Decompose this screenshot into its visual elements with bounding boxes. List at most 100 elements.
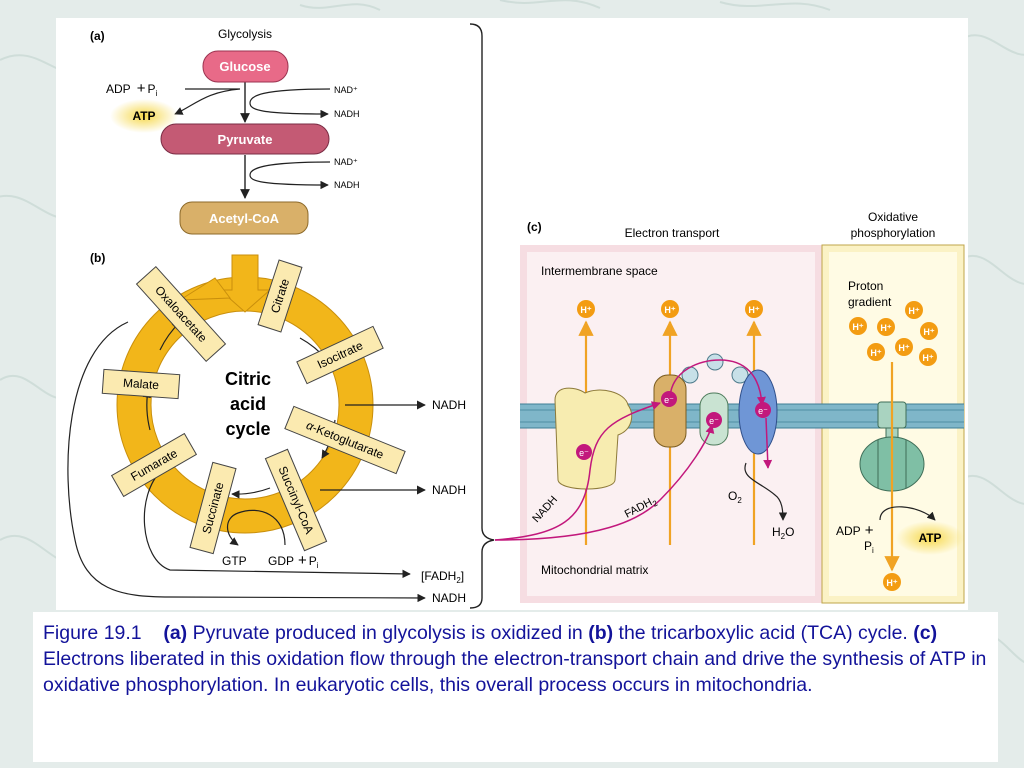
gradient-h-ball-6 xyxy=(867,343,885,361)
complex-i xyxy=(554,387,633,490)
gradient-h-label-7: H⁺ xyxy=(922,353,933,363)
h-plus-label-3: H⁺ xyxy=(748,305,759,315)
h2o-label: H2O xyxy=(772,525,794,541)
gdp-label: GDP+Pi xyxy=(268,552,319,570)
gradient-h-ball-4 xyxy=(920,322,938,340)
gradient-h-label-2: H⁺ xyxy=(852,322,863,332)
h-plus-ball-2 xyxy=(661,300,679,318)
gradient-h-ball-5 xyxy=(895,338,913,356)
electron-2 xyxy=(661,391,677,407)
cytochrome-c-3 xyxy=(731,366,749,384)
gradient-h-label-6: H⁺ xyxy=(870,348,881,358)
acetyl-entry-arrow xyxy=(218,254,272,313)
nad-plus-2: NAD⁺ xyxy=(334,157,358,167)
pyruvate-box xyxy=(160,123,330,155)
malate-label: Malate xyxy=(123,376,160,393)
electron-4 xyxy=(755,402,771,418)
electron-1 xyxy=(576,444,592,460)
panel-bracket xyxy=(469,23,495,609)
adp-label: ADP+Pi xyxy=(106,80,157,98)
h-plus-ball-1 xyxy=(577,300,595,318)
cycle-center-line1: Citric xyxy=(225,369,271,389)
gradient-h-ball-2 xyxy=(849,317,867,335)
gradient-h-ball-3 xyxy=(877,318,895,336)
cycle-center-line2: acid xyxy=(230,394,266,414)
proton-gradient-line1: Proton xyxy=(848,279,883,293)
electron-path-cytc xyxy=(669,359,766,406)
intermembrane-label: Intermembrane space xyxy=(541,264,658,278)
matrix-label: Mitochondrial matrix xyxy=(541,563,648,577)
complex-iii xyxy=(653,374,687,448)
pi-label-c: Pi xyxy=(864,539,874,555)
nadh-out-1-label: NADH xyxy=(432,398,466,412)
cycle-center-line3: cycle xyxy=(225,419,270,439)
gradient-h-ball-7 xyxy=(919,348,937,366)
caption-part3: Electrons liberated in this oxidation fl… xyxy=(43,648,987,696)
h-plus-label-1: H⁺ xyxy=(580,305,591,315)
electron-path-fadh2 xyxy=(494,424,715,541)
matrix-h-ball xyxy=(883,573,901,591)
nadh-loop-line xyxy=(67,321,426,603)
atp-glow xyxy=(110,99,178,133)
electron-2-label: e⁻ xyxy=(664,395,674,405)
gradient-h-label-5: H⁺ xyxy=(898,343,909,353)
gtp-arrow xyxy=(226,509,286,546)
h-plus-ball-3 xyxy=(745,300,763,318)
acetyl-coa-box xyxy=(179,201,309,235)
citrate-box: Citrate xyxy=(257,259,303,333)
electron-1-label: e⁻ xyxy=(579,448,589,458)
caption-b-tag: (b) xyxy=(588,622,614,644)
caption-part2: the tricarboxylic acid (TCA) cycle. xyxy=(613,622,914,644)
gtp-label: GTP xyxy=(222,554,247,568)
glycolysis-title: Glycolysis xyxy=(218,27,272,41)
gradient-h-ball-1 xyxy=(905,301,923,319)
caption-part1: Pyruvate produced in glycolysis is oxidi… xyxy=(187,622,589,644)
matrix-h-label: H⁺ xyxy=(886,578,897,588)
oxidative-title-2: phosphorylation xyxy=(851,226,936,240)
gradient-h-label-1: H⁺ xyxy=(908,306,919,316)
electron-path-o2 xyxy=(763,417,773,469)
adp-to-atp-arrow xyxy=(879,506,936,521)
gradient-h-label-3: H⁺ xyxy=(880,323,891,333)
h-plus-label-2: H⁺ xyxy=(664,305,675,315)
electron-path-nadh xyxy=(494,401,661,541)
adp-label-c: ADP+ xyxy=(836,522,874,539)
caption-c-tag: (c) xyxy=(913,622,938,644)
electron-3-label: e⁻ xyxy=(709,416,719,426)
inner-arrow-3 xyxy=(231,487,271,499)
electron-transport-title: Electron transport xyxy=(625,226,720,240)
caption-a-tag: (a) xyxy=(163,622,188,644)
atp-label-a: ATP xyxy=(132,109,155,123)
gradient-h-label-4: H⁺ xyxy=(923,327,934,337)
nad-branch-2 xyxy=(249,161,331,190)
fadh2-label: [FADH2] xyxy=(421,569,464,585)
proton-gradient-line2: gradient xyxy=(848,295,892,309)
atp-branch-arrow xyxy=(174,88,241,115)
nadh-loop-label: NADH xyxy=(432,591,466,605)
caption-figure-number: Figure 19.1 xyxy=(43,622,142,644)
fadh2-line xyxy=(143,469,411,579)
nadh-out-2-label: NADH xyxy=(432,483,466,497)
glucose-label: Glucose xyxy=(219,59,270,74)
oxaloacetate-arrow xyxy=(178,277,231,301)
nadh-1: NADH xyxy=(334,109,360,119)
o2-to-h2o-arrow xyxy=(744,462,788,521)
cytochrome-c-2 xyxy=(706,353,724,371)
malate-box: Malate xyxy=(101,368,181,400)
atp-glow-c xyxy=(896,521,964,555)
caption-box: Figure 19.1 (a) Pyruvate produced in gly… xyxy=(33,612,998,762)
atp-label-c: ATP xyxy=(918,531,941,545)
panel-c-label: (c) xyxy=(527,220,542,234)
electron-4-label: e⁻ xyxy=(758,406,768,416)
cytochrome-c-1 xyxy=(681,366,699,384)
nad-plus-1: NAD⁺ xyxy=(334,85,358,95)
oxidative-title-1: Oxidative xyxy=(868,210,918,224)
nad-branch-1 xyxy=(249,88,331,119)
panel-b-label: (b) xyxy=(90,251,105,265)
panel-a-label: (a) xyxy=(90,29,105,43)
figure-caption: Figure 19.1 (a) Pyruvate produced in gly… xyxy=(43,620,988,698)
glucose-box xyxy=(202,50,289,83)
pyruvate-label: Pyruvate xyxy=(218,132,273,147)
acetyl-coa-label: Acetyl-CoA xyxy=(209,211,280,226)
